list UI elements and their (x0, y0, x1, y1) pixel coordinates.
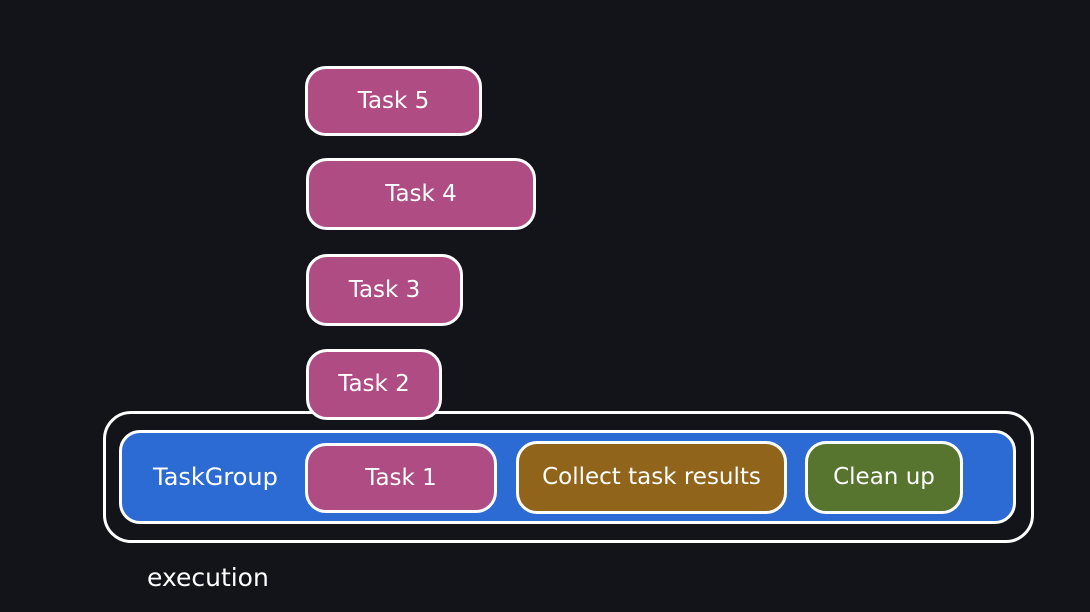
collect-task-results-node: Collect task results (516, 441, 787, 514)
task-node-2: Task 2 (306, 349, 442, 420)
execution-caption: execution (147, 563, 269, 592)
task-node-4: Task 4 (306, 158, 536, 230)
task-node-1: Task 1 (305, 443, 497, 513)
task-node-3: Task 3 (306, 254, 463, 326)
execution-container (103, 411, 1034, 543)
taskgroup-label: TaskGroup (153, 463, 278, 491)
task-node-5: Task 5 (305, 66, 482, 136)
clean-up-node: Clean up (805, 441, 963, 514)
